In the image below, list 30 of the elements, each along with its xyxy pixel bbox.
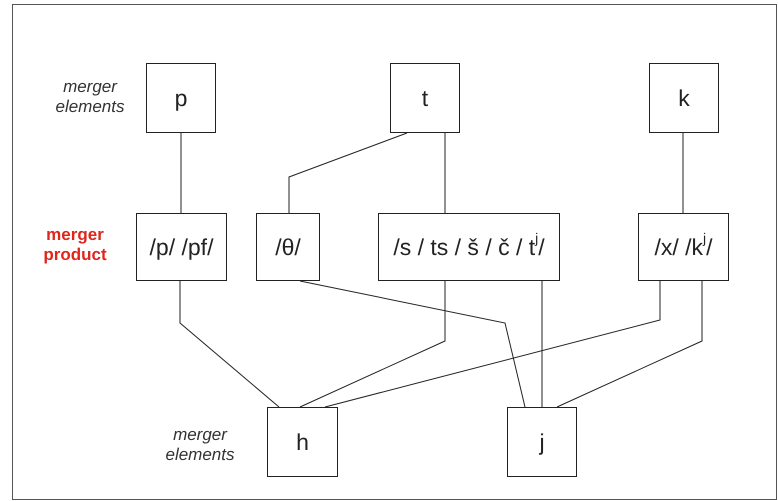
phoneme-text: /p/ /pf/ xyxy=(150,234,214,260)
connector-line xyxy=(444,132,446,214)
tier-label: merger elements xyxy=(164,425,236,465)
phoneme-text: /θ/ xyxy=(275,234,301,260)
phoneme-box xyxy=(378,213,560,281)
phoneme-box xyxy=(256,213,320,281)
tier-label: merger elements xyxy=(54,77,126,117)
connector-line xyxy=(324,280,660,408)
connector-line xyxy=(180,132,182,214)
phoneme-box xyxy=(267,407,338,477)
connector-line xyxy=(180,280,280,408)
phoneme-text: j xyxy=(539,428,545,456)
phoneme-box xyxy=(136,213,227,281)
phoneme-text: k xyxy=(678,84,690,112)
phoneme-box xyxy=(649,63,719,133)
phoneme-text: t xyxy=(422,84,428,112)
phoneme-text: /s / ts / š / č / t$^{j}$/ xyxy=(393,234,545,260)
connector-line xyxy=(682,132,684,214)
phoneme-box xyxy=(390,63,460,133)
phoneme-text: /x/ /k$^{j}$/ xyxy=(654,234,713,260)
tier-label: merger product xyxy=(42,225,108,265)
connector-line xyxy=(300,280,526,408)
connector-line xyxy=(300,280,446,408)
phoneme-box xyxy=(507,407,577,477)
phoneme-box xyxy=(146,63,216,133)
connector-line xyxy=(288,132,408,214)
phoneme-box xyxy=(638,213,729,281)
phoneme-text: h xyxy=(296,428,309,456)
connector-line xyxy=(556,280,702,408)
phoneme-text: p xyxy=(174,84,188,112)
